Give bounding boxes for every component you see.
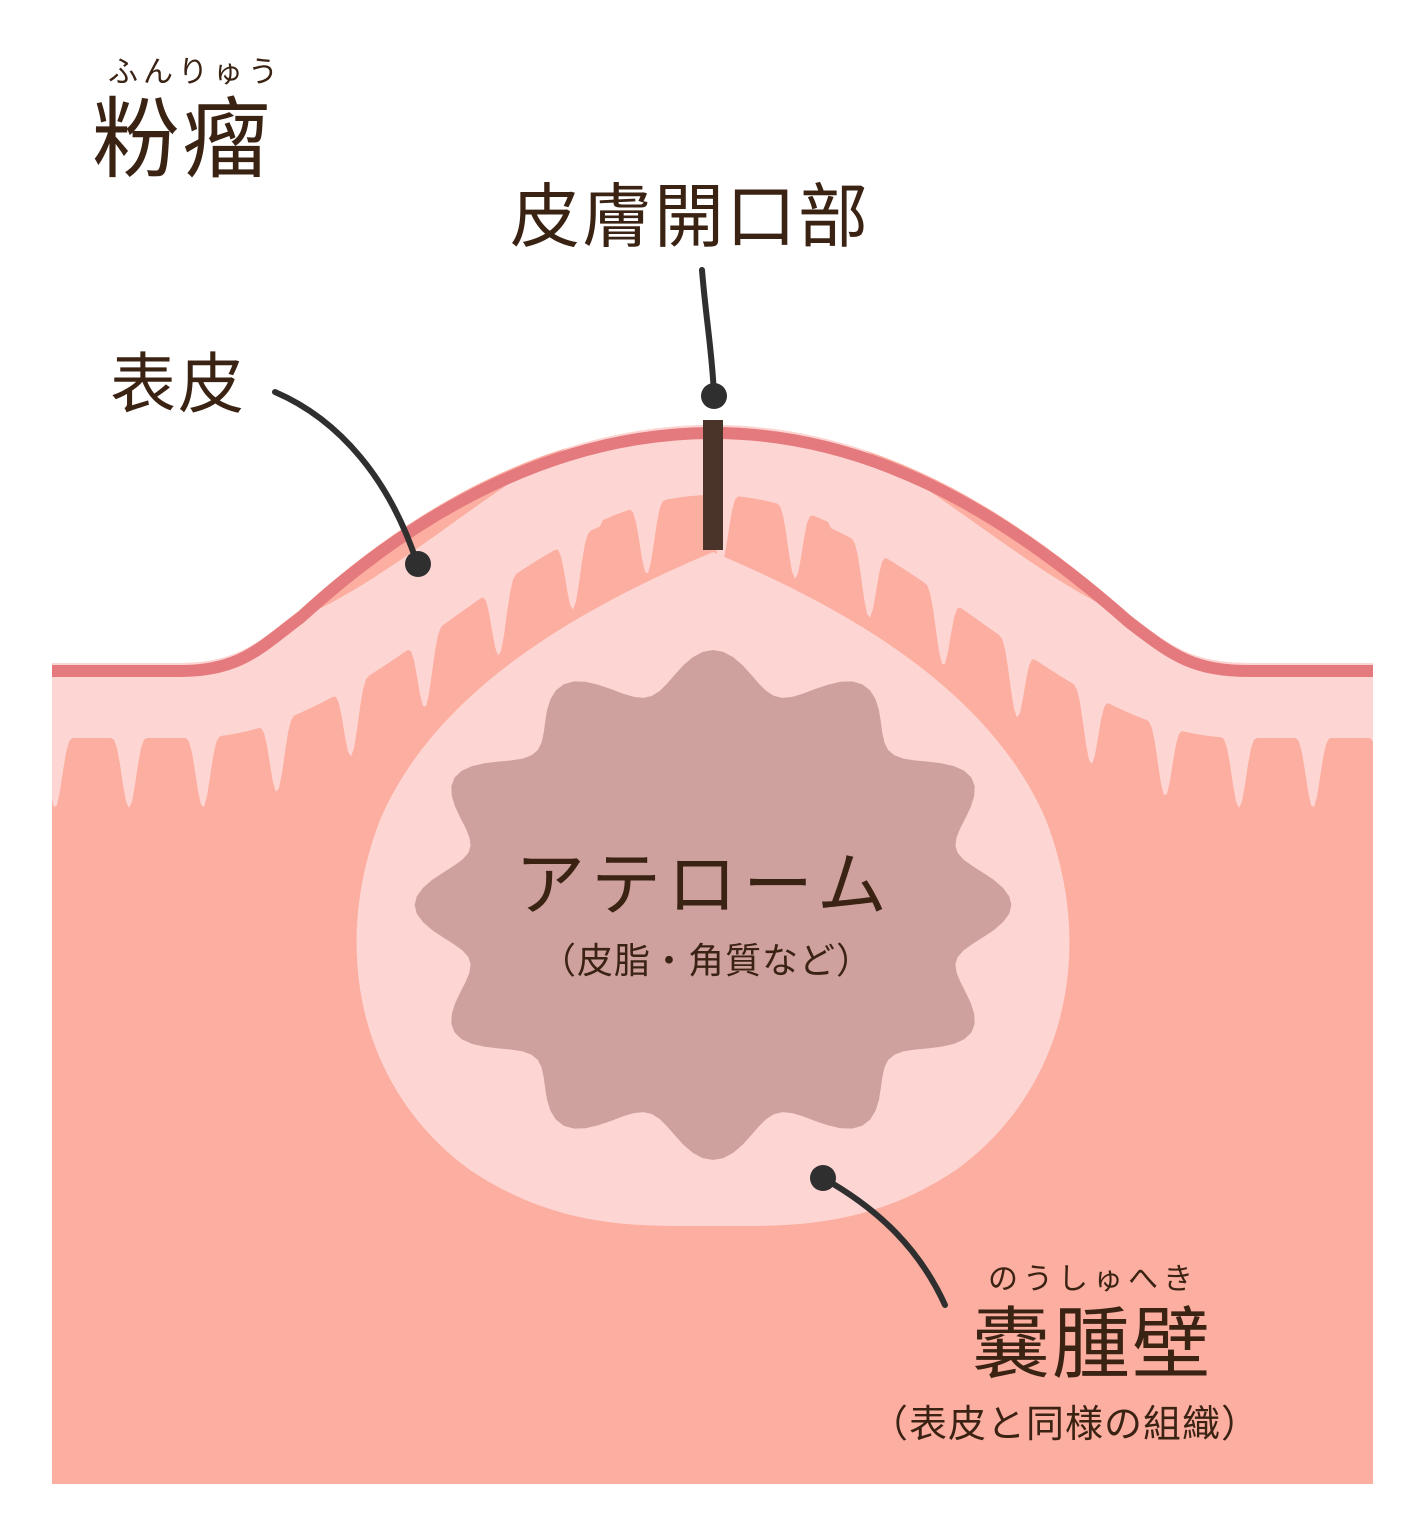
atheroma-sublabel: （皮脂・角質など）: [540, 941, 874, 982]
page-title: 粉瘤: [92, 88, 273, 191]
pore-label: 皮膚開口部: [510, 176, 870, 258]
cyst-wall-label: 嚢腫壁: [972, 1300, 1213, 1390]
skin-pore: [703, 420, 723, 550]
title-ruby: ふんりゅう: [108, 55, 283, 90]
epidermis-label: 表皮: [110, 346, 246, 423]
wall-leader-line: [820, 1175, 948, 1308]
epidermis-leader-dot: [405, 551, 431, 577]
cyst-wall-sublabel: （表皮と同様の組織）: [870, 1402, 1261, 1446]
wall-leader-dot: [810, 1165, 836, 1191]
cyst-wall-ruby: のうしゅへき: [988, 1262, 1198, 1297]
pore-leader-line: [699, 267, 717, 398]
pore-leader-dot: [701, 383, 727, 409]
epidermis-leader-line: [272, 389, 420, 566]
atheroma-label: アテローム: [515, 844, 893, 926]
atheroma-mass: [414, 650, 1012, 1160]
